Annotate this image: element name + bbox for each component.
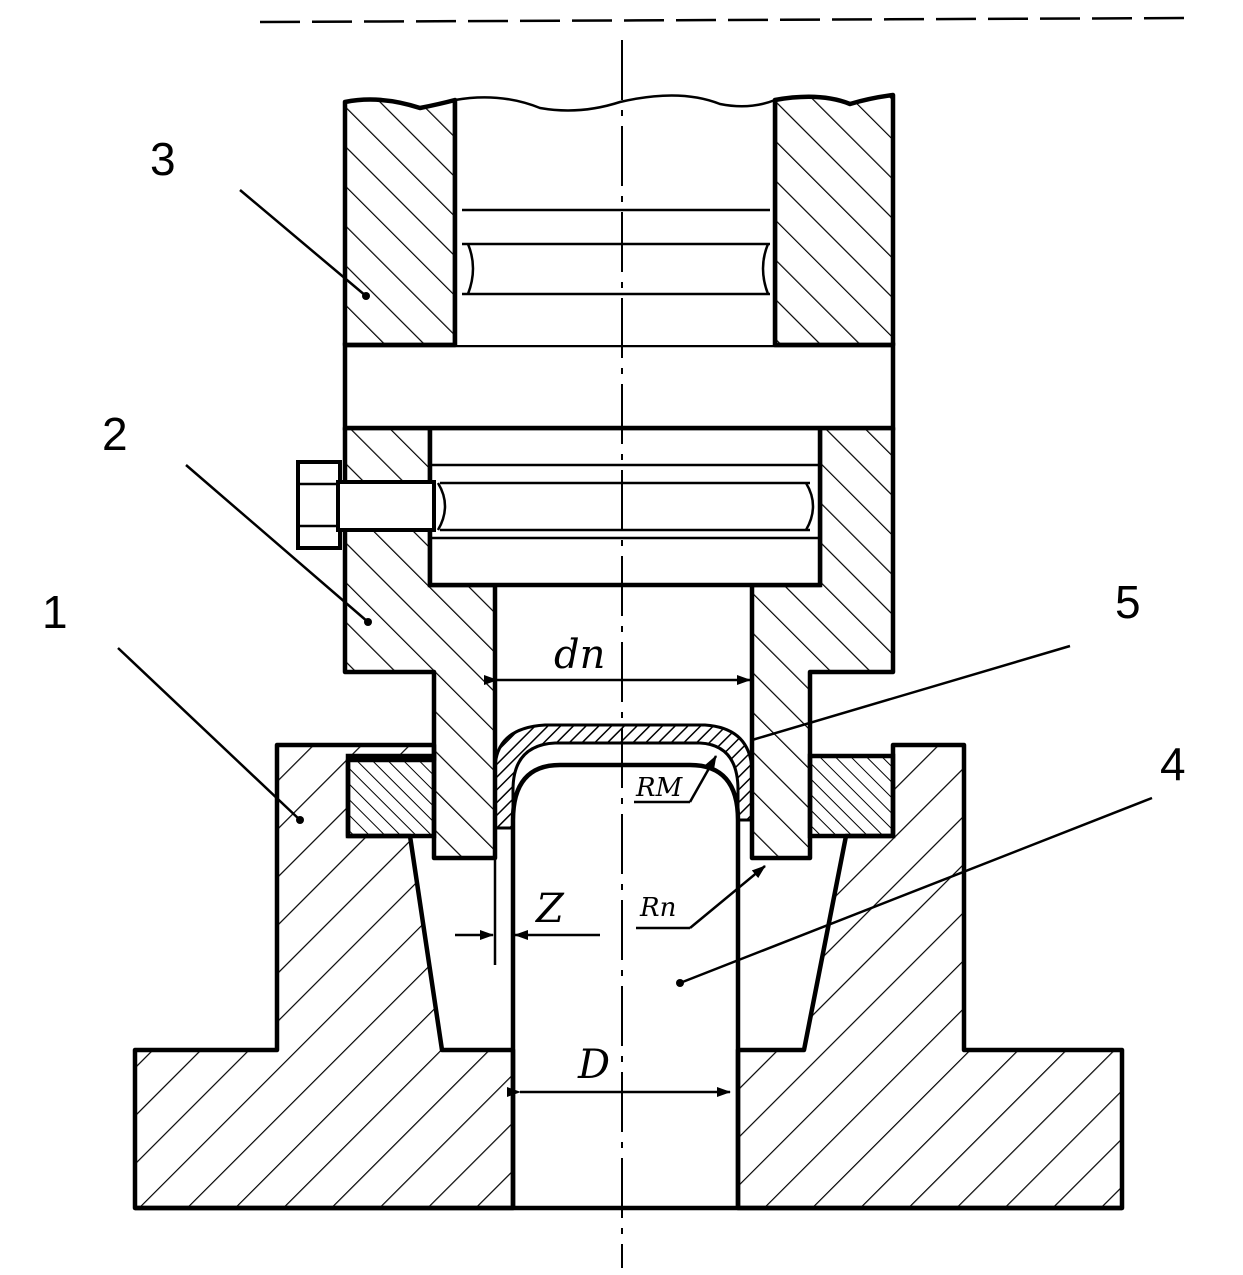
svg-text:dn: dn [554,632,605,678]
backing-plate [342,342,896,431]
dimension-dn: dn [484,632,751,685]
svg-text:4: 4 [1160,738,1186,790]
svg-text:3: 3 [150,133,176,185]
callout-part-5: 5 [751,576,1141,742]
svg-text:D: D [577,1042,610,1088]
svg-text:5: 5 [1115,576,1141,628]
callout-part-1: 1 [42,586,304,824]
callout-part-3: 3 [150,133,370,300]
svg-text:2: 2 [102,408,128,460]
ram-part-3 [342,92,896,348]
callout-part-4: 4 [676,738,1186,987]
dimension-Z: Z [455,845,600,965]
punch-part-4 [510,762,741,1208]
die-body-part-1 [132,742,1125,1211]
top-border-line [259,16,1196,24]
dimension-Rn: Rn [636,865,766,930]
callout-part-2: 2 [102,408,372,626]
dimension-D: D [507,1042,731,1097]
svg-text:RM: RM [635,773,684,803]
blank-part-5 [493,723,754,830]
holder-part-2 [342,425,896,861]
set-screw [296,460,436,550]
svg-text:Z: Z [534,886,565,932]
svg-text:Rn: Rn [639,893,676,923]
svg-text:1: 1 [42,586,68,638]
dimension-RM: RM [634,755,718,804]
